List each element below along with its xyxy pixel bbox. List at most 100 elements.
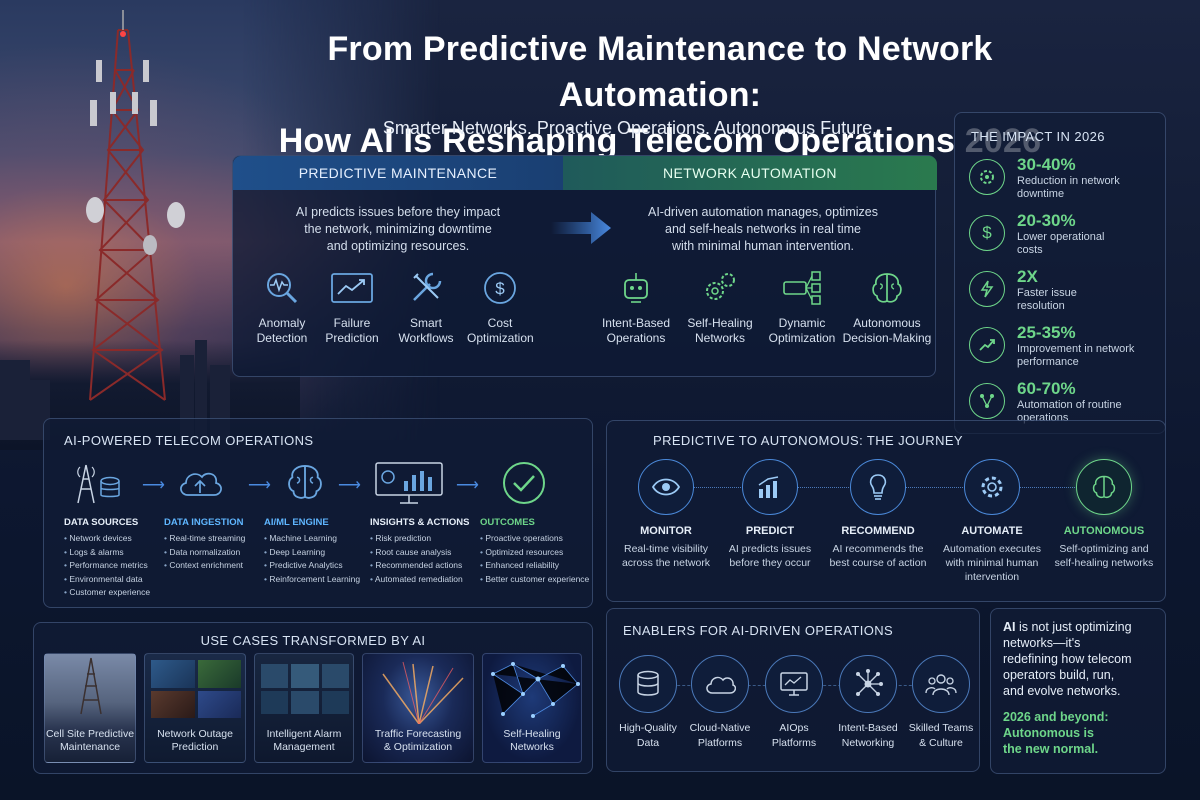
predictive-title: PREDICTIVE MAINTENANCE bbox=[298, 165, 498, 181]
usecases-title: USE CASES TRANSFORMED BY AI bbox=[200, 633, 426, 648]
title-line-2: How AI Is Reshaping Telecom Operations 2… bbox=[278, 122, 1042, 160]
usecase-card[interactable]: Traffic Forecasting& Optimization bbox=[362, 653, 474, 763]
cloud-upload-icon bbox=[180, 472, 222, 496]
page-subtitle: Smarter Networks. Proactive Operations. … bbox=[382, 118, 878, 138]
svg-text:$: $ bbox=[495, 279, 505, 298]
predictive-desc-line: the network, minimizing downtime bbox=[304, 222, 492, 236]
impact-panel: THE IMPACT IN 2026 30-40% Reduction in n… bbox=[954, 112, 1166, 434]
tower-database-icon bbox=[77, 464, 120, 504]
automation-desc-line: AI-driven automation manages, optimizes bbox=[648, 205, 878, 219]
check-circle-icon bbox=[503, 462, 545, 504]
journey-step-heading: RECOMMEND bbox=[841, 525, 915, 537]
usecases-panel: USE CASES TRANSFORMED BY AI Cell Site Pr… bbox=[33, 622, 593, 774]
automation-desc-line: and self-heals networks in real time bbox=[665, 222, 861, 236]
brain-icon bbox=[1076, 459, 1132, 515]
ops-item: Automated remediation bbox=[370, 573, 478, 587]
anomaly-search-icon bbox=[267, 273, 298, 304]
ops-item: Context enrichment bbox=[164, 559, 264, 573]
ops-column-list: Network devices Logs & alarms Performanc… bbox=[64, 532, 164, 600]
automation-description: AI-driven automation manages, optimizes … bbox=[603, 204, 923, 255]
enabler-label: Skilled Teams& Culture bbox=[908, 722, 974, 749]
automation-desc-line: with minimal human intervention. bbox=[671, 239, 855, 253]
screen-wall-image bbox=[151, 660, 241, 718]
ops-column: AI/ML ENGINE Machine Learning Deep Learn… bbox=[264, 517, 372, 586]
ops-column: INSIGHTS & ACTIONS Risk prediction Root … bbox=[370, 517, 478, 586]
cell-tower-photo-icon bbox=[80, 657, 102, 715]
database-icon bbox=[619, 655, 677, 713]
ops-item: Reinforcement Learning bbox=[264, 573, 372, 587]
impact-value: 2X bbox=[1017, 267, 1038, 286]
quote-line: redefining how telecom bbox=[1003, 652, 1132, 666]
ops-column-list: Real-time streaming Data normalization C… bbox=[164, 532, 264, 573]
quote-line: is not just optimizing bbox=[1015, 620, 1132, 634]
title-line-1: From Predictive Maintenance to Network A… bbox=[327, 30, 993, 114]
cloud-icon bbox=[691, 655, 749, 713]
lightbulb-icon bbox=[850, 459, 906, 515]
ops-item: Root cause analysis bbox=[370, 546, 478, 560]
predictive-header: PREDICTIVE MAINTENANCE bbox=[233, 156, 563, 190]
impact-title: THE IMPACT IN 2026 bbox=[971, 129, 1105, 144]
ops-item: Optimized resources bbox=[480, 546, 592, 560]
ops-item: Machine Learning bbox=[264, 532, 372, 546]
ops-item: Proactive operations bbox=[480, 532, 592, 546]
flow-arrow-icon: ⟶ bbox=[248, 477, 271, 494]
ops-item: Logs & alarms bbox=[64, 546, 164, 560]
ops-column-heading: OUTCOMES bbox=[480, 517, 535, 528]
flow-icon bbox=[783, 271, 821, 305]
network-icon bbox=[839, 655, 897, 713]
ops-column-heading: AI/ML ENGINE bbox=[264, 517, 329, 528]
arrow-right-icon bbox=[551, 212, 611, 244]
network-mesh-image bbox=[491, 662, 580, 718]
ops-item: Predictive Analytics bbox=[264, 559, 372, 573]
predictive-automation-panel: PREDICTIVE MAINTENANCE NETWORK AUTOMATIO… bbox=[232, 155, 937, 377]
quote-text: AI is not just optimizing networks—it's … bbox=[1003, 619, 1153, 699]
impact-value: 20-30% bbox=[1017, 211, 1076, 230]
robot-icon bbox=[624, 273, 648, 303]
trend-up-icon bbox=[969, 327, 1005, 363]
automation-title: NETWORK AUTOMATION bbox=[663, 165, 837, 181]
dollar-icon: $ bbox=[484, 272, 516, 304]
predictive-desc-line: AI predicts issues before they impact bbox=[295, 205, 501, 219]
ops-column-heading: DATA SOURCES bbox=[64, 517, 139, 528]
ops-column: OUTCOMES Proactive operations Optimized … bbox=[480, 517, 592, 586]
gear-icon bbox=[964, 459, 1020, 515]
bar-chart-icon bbox=[742, 459, 798, 515]
ops-column: DATA SOURCES Network devices Logs & alar… bbox=[64, 517, 164, 600]
automation-header: NETWORK AUTOMATION bbox=[563, 156, 937, 190]
enablers-panel: ENABLERS FOR AI-DRIVEN OPERATIONS High-Q… bbox=[606, 608, 980, 772]
enablers-title: ENABLERS FOR AI-DRIVEN OPERATIONS bbox=[623, 623, 894, 638]
